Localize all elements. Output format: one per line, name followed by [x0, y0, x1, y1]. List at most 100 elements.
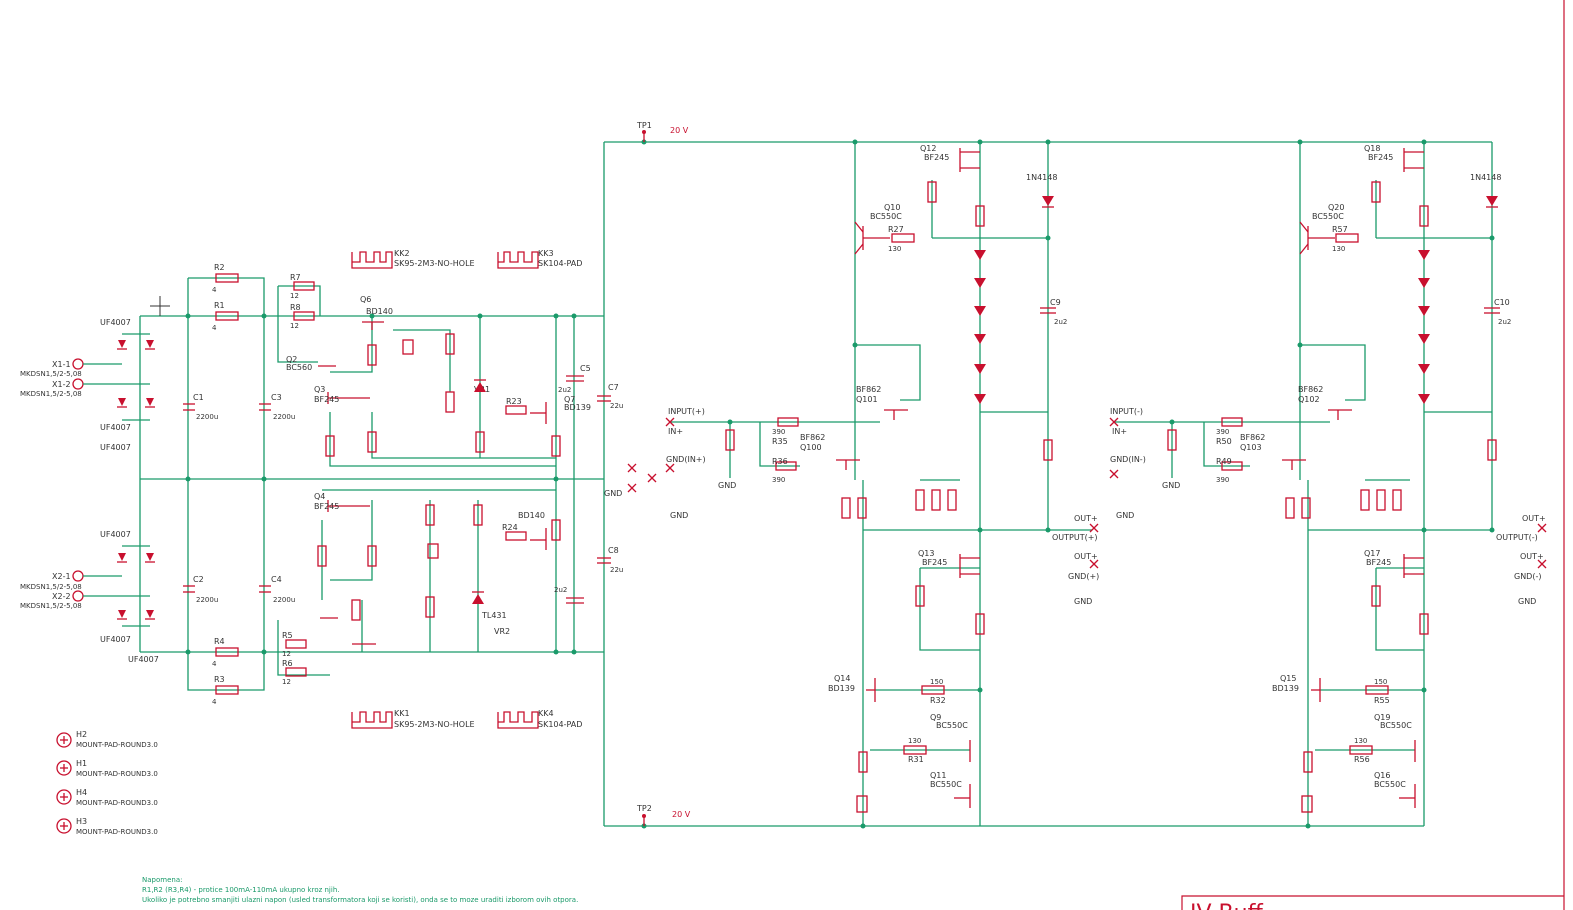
- q3-part: BF245: [314, 395, 339, 404]
- regulator-capacitors: [566, 375, 611, 604]
- out-plus-net-right-2: OUT+: [1520, 552, 1544, 561]
- connector-type-4: MKDSN1,5/2-5,08: [20, 602, 82, 610]
- cap-c9-ref: C9: [1050, 298, 1061, 307]
- output-minus-net: OUTPUT(-): [1496, 533, 1538, 542]
- q18-part: BF245: [1368, 153, 1393, 162]
- res-r6-ref: R6: [282, 659, 293, 668]
- connector-x1-1: X1-1: [52, 360, 71, 369]
- q102-part: BF862: [1298, 385, 1323, 394]
- res-r1-value: 4: [212, 324, 217, 332]
- res-r5-ref: R5: [282, 631, 293, 640]
- cap-c2-ref: C2: [193, 575, 204, 584]
- res-r57-value: 130: [1332, 245, 1345, 253]
- gnd-label-out-right: GND: [1518, 597, 1536, 606]
- q13-ref: Q13: [918, 549, 934, 558]
- gnd-label-left-2: GND: [718, 481, 736, 490]
- heatsink-kk2-ref: KK2: [394, 249, 410, 258]
- regulator-resistors: [285, 281, 561, 677]
- q10-ref: Q10: [884, 203, 900, 212]
- res-r56-value: 130: [1354, 737, 1367, 745]
- gnd-plus-net: GND(+): [1068, 572, 1099, 581]
- q103-part: BF862: [1240, 433, 1265, 442]
- cap-c8-value: 22u: [610, 566, 623, 574]
- res-r35-value: 390: [772, 428, 785, 436]
- heatsink-kk4-ref: KK4: [538, 709, 554, 718]
- cap-c4-value: 2200u: [273, 596, 295, 604]
- mount-h4-ref: H4: [76, 788, 87, 797]
- mount-holes: [56, 732, 72, 834]
- res-r4-ref: R4: [214, 637, 225, 646]
- gnd-label-center: GND: [604, 489, 622, 498]
- res-r55-value: 150: [1374, 678, 1387, 686]
- res-r5-value: 12: [282, 650, 291, 658]
- res-r2-ref: R2: [214, 263, 225, 272]
- rail-wires: [139, 141, 1493, 827]
- gnd-label-out-left: GND: [1074, 597, 1092, 606]
- test-points: [642, 130, 646, 826]
- res-r35-ref: R35: [772, 437, 788, 446]
- res-r7-value: 12: [290, 292, 299, 300]
- q18-ref: Q18: [1364, 144, 1380, 153]
- diode-label-1: UF4007: [100, 318, 131, 327]
- left-io-markers: [627, 417, 1099, 569]
- heatsink-kk2-part: SK95-2M3-NO-HOLE: [394, 259, 475, 268]
- in-plus-label: IN+: [668, 427, 683, 436]
- heatsink-symbols: [351, 251, 539, 729]
- q3-ref: Q3: [314, 385, 325, 394]
- cap-c10-ref: C10: [1494, 298, 1510, 307]
- cap-c5-ref: C5: [580, 364, 591, 373]
- q6-part: BD140: [366, 307, 393, 316]
- q12-ref: Q12: [920, 144, 936, 153]
- gnd-in-plus-net: GND(IN+): [666, 455, 706, 464]
- q17-part: BF245: [1366, 558, 1391, 567]
- tp2-label: TP2: [636, 804, 652, 813]
- q101-part: BF862: [856, 385, 881, 394]
- res-r27-ref: R27: [888, 225, 904, 234]
- rail-pos-label: 20 V: [670, 126, 689, 135]
- res-r24-ref: R24: [502, 523, 518, 532]
- res-r36-value: 390: [772, 476, 785, 484]
- res-r36-ref: R36: [772, 457, 788, 466]
- q9-part: BC550C: [936, 721, 968, 730]
- out-plus-net: OUT+: [1074, 514, 1098, 523]
- cap-c7-value: 22u: [610, 402, 623, 410]
- cap-c6-value: 2u2: [554, 586, 567, 594]
- q13-part: BF245: [922, 558, 947, 567]
- connector-type-2: MKDSN1,5/2-5,08: [20, 390, 82, 398]
- q11-part: BC550C: [930, 780, 962, 789]
- gnd-label-right: GND: [1116, 511, 1134, 520]
- res-r49-value: 390: [1216, 476, 1229, 484]
- gnd-in-minus-net: GND(IN-): [1110, 455, 1146, 464]
- mount-h3-part: MOUNT-PAD-ROUND3.0: [76, 828, 158, 836]
- left-channel-parts: [725, 148, 1056, 813]
- diode-1n4148-right: 1N4148: [1470, 173, 1501, 182]
- q14-ref: Q14: [834, 674, 850, 683]
- q9-ref: Q9: [930, 713, 941, 722]
- cap-c5-value: 2u2: [558, 386, 571, 394]
- output-plus-net: OUTPUT(+): [1052, 533, 1098, 542]
- q102-ref: Q102: [1298, 395, 1320, 404]
- diode-label-4: UF4007: [100, 530, 131, 539]
- diode-1n4148-left: 1N4148: [1026, 173, 1057, 182]
- connector-x1-2: X1-2: [52, 380, 71, 389]
- res-r50-ref: R50: [1216, 437, 1232, 446]
- mount-h1-ref: H1: [76, 759, 87, 768]
- input-minus-net: INPUT(-): [1110, 407, 1143, 416]
- cap-c10-value: 2u2: [1498, 318, 1511, 326]
- cap-c9-value: 2u2: [1054, 318, 1067, 326]
- res-r31-value: 130: [908, 737, 921, 745]
- res-r2-value: 4: [212, 286, 217, 294]
- input-plus-net: INPUT(+): [668, 407, 705, 416]
- res-r57-ref: R57: [1332, 225, 1348, 234]
- cap-c1-value: 2200u: [196, 413, 218, 421]
- bridge-diodes: [117, 333, 155, 627]
- in-plus-label-right: IN+: [1112, 427, 1127, 436]
- res-r3-ref: R3: [214, 675, 225, 684]
- q2-part: BC560: [286, 363, 312, 372]
- heatsink-kk3-ref: KK3: [538, 249, 554, 258]
- res-r55-ref: R55: [1374, 696, 1390, 705]
- q16-part: BC550C: [1374, 780, 1406, 789]
- q100-ref: Q100: [800, 443, 822, 452]
- input-connectors: [72, 358, 150, 602]
